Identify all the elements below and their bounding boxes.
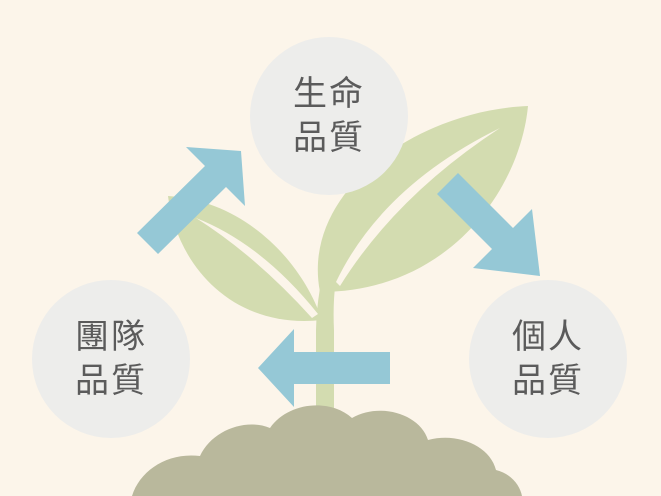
node-personal-quality-line2: 品質 <box>512 361 584 401</box>
left-leaf-vein <box>196 218 318 318</box>
node-personal-quality-line1: 個人 <box>512 317 584 357</box>
up-right-arrow-icon <box>137 147 245 254</box>
node-personal-quality: 個人 品質 <box>469 280 627 438</box>
left-leaf <box>168 196 322 321</box>
node-life-quality-line2: 品質 <box>293 118 365 158</box>
down-right-arrow-icon <box>437 173 540 276</box>
node-team-quality: 團隊 品質 <box>32 280 190 438</box>
node-team-quality-line1: 團隊 <box>75 317 147 357</box>
soil-mound <box>132 405 522 496</box>
left-arrow-icon <box>258 329 390 407</box>
node-life-quality-line1: 生命 <box>293 74 365 114</box>
node-team-quality-line2: 品質 <box>75 361 147 401</box>
node-life-quality: 生命 品質 <box>250 37 408 195</box>
right-leaf <box>317 106 528 292</box>
